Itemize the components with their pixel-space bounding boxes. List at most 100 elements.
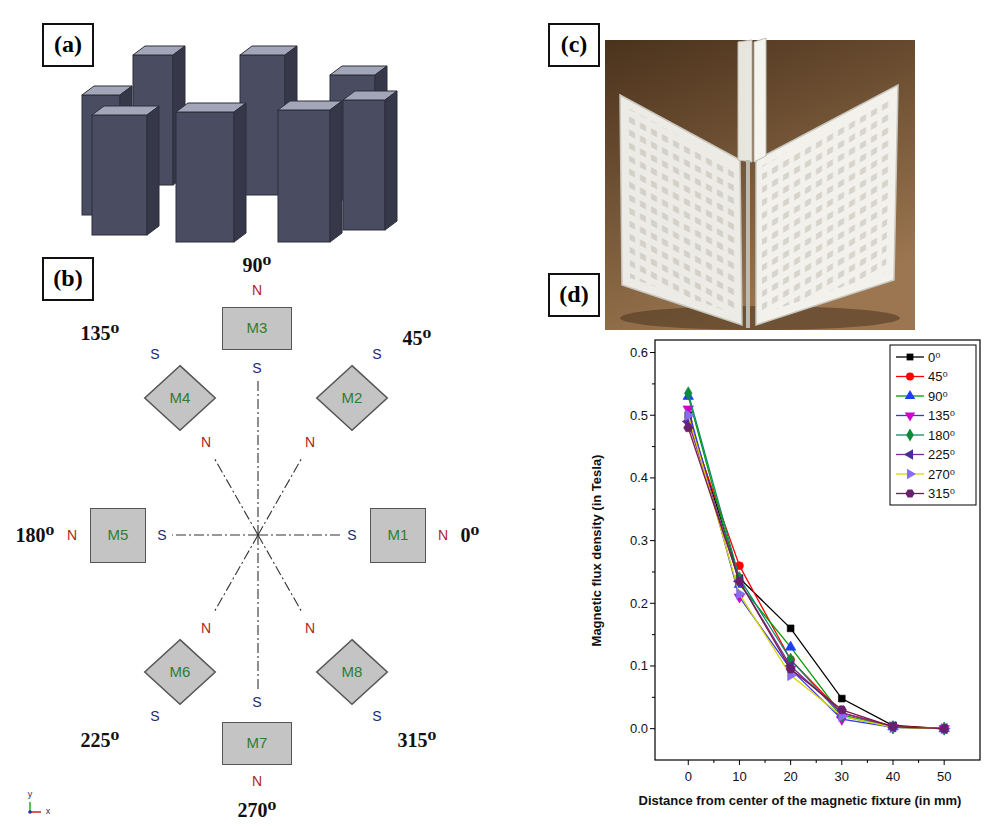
y-tick-label: 0.0: [630, 721, 648, 736]
dash-dot-line: [172, 534, 258, 535]
y-tick-label: 0.6: [630, 345, 648, 360]
x-minor-tick: [867, 760, 868, 763]
x-minor-tick: [816, 760, 817, 763]
pole-axis-lines: [172, 380, 342, 690]
pole-south: S: [150, 708, 159, 724]
legend-sample: [896, 428, 924, 441]
x-tick-label: 0: [685, 769, 692, 784]
legend-sample: [896, 390, 924, 399]
pole-south: S: [252, 694, 261, 710]
series-line: [688, 415, 944, 728]
magnet-diamond: M2: [316, 365, 388, 431]
prism-front: [92, 115, 147, 235]
pole-north: N: [252, 773, 262, 789]
diamond-shape: [317, 640, 388, 705]
y-tick: [650, 477, 655, 478]
legend-marker: [905, 412, 916, 421]
y-tick: [650, 728, 655, 729]
pole-north: N: [305, 434, 315, 450]
magnet-name: M1: [388, 526, 409, 543]
series-marker: [685, 410, 694, 421]
dash-dot-line: [214, 535, 259, 613]
x-minor-tick: [765, 760, 766, 763]
legend-marker: [905, 390, 916, 399]
x-tick: [688, 760, 689, 765]
legend-marker: [906, 428, 914, 441]
x-minor-tick: [713, 760, 714, 763]
series-marker: [838, 695, 845, 702]
data-series: [682, 416, 947, 734]
data-series: [684, 424, 949, 733]
pole-south: S: [347, 527, 356, 543]
y-axis-title: Magnetic flux density (in Tesla): [590, 454, 605, 646]
x-tick-label: 10: [732, 769, 746, 784]
series-marker: [786, 665, 795, 673]
series-marker: [735, 577, 744, 585]
series-marker: [888, 723, 897, 731]
panel-label-box: (b): [42, 257, 94, 301]
diamond-shape: [145, 640, 216, 705]
prism-front: [278, 110, 330, 242]
angle-label: 315⁰: [398, 728, 437, 752]
panel-label-box: (d): [548, 273, 600, 317]
legend-label: 270⁰: [928, 467, 955, 482]
magnet-box: M3: [222, 307, 292, 350]
diamond-shape: [145, 366, 216, 431]
legend-marker: [905, 490, 914, 498]
panel-label: (b): [53, 265, 82, 293]
magnet-name: M6: [170, 663, 191, 680]
data-series: [685, 412, 948, 732]
series-line: [688, 428, 944, 729]
axis-glyph-label: y: [28, 789, 33, 799]
prism-side: [385, 91, 397, 230]
data-series: [683, 390, 949, 731]
magnet-prisms: [82, 46, 397, 242]
x-minor-tick: [918, 760, 919, 763]
prism-side: [147, 106, 159, 235]
legend-marker: [907, 469, 916, 480]
series-marker: [684, 387, 692, 400]
legend-label: 180⁰: [928, 428, 955, 443]
legend-sample: [896, 412, 924, 421]
plot-frame: [655, 340, 980, 760]
fixture-photo: [605, 38, 915, 330]
series-marker: [889, 722, 897, 730]
pole-north: N: [67, 527, 77, 543]
legend-label: 0⁰: [928, 350, 940, 365]
angle-label: 0⁰: [461, 523, 480, 547]
angle-label: 135⁰: [81, 321, 120, 345]
dash-dot-line: [258, 534, 342, 535]
magnet-prism: [278, 101, 342, 242]
fixture-left-wall: [620, 95, 742, 325]
magnet-box: M7: [222, 722, 292, 765]
magnet-name: M8: [342, 663, 363, 680]
y-tick: [650, 665, 655, 666]
x-tick: [790, 760, 791, 765]
dash-dot-line: [258, 457, 303, 535]
panel-label: (a): [54, 31, 82, 59]
origin-glyph: [28, 810, 32, 814]
pole-south: S: [150, 346, 159, 362]
series-line: [688, 421, 944, 728]
x-tick-label: 20: [783, 769, 797, 784]
y-minor-tick: [652, 509, 655, 510]
dash-dot-line: [257, 535, 258, 690]
magnet-box: M5: [90, 508, 146, 563]
y-tick: [650, 415, 655, 416]
legend-label: 90⁰: [928, 389, 948, 404]
angle-label: 45⁰: [403, 326, 432, 350]
legend-frame: [890, 345, 976, 505]
series-line: [688, 421, 944, 728]
series-line: [688, 396, 944, 728]
magnet-name: M3: [247, 319, 268, 336]
y-minor-tick: [652, 571, 655, 572]
coordinate-glyph: [28, 802, 41, 814]
data-series: [684, 418, 948, 733]
pole-south: S: [157, 527, 166, 543]
legend-sample: [896, 469, 924, 480]
x-tick-label: 30: [835, 769, 849, 784]
pole-south: S: [252, 360, 261, 376]
data-series: [685, 410, 950, 734]
legend-label: 135⁰: [928, 408, 955, 423]
